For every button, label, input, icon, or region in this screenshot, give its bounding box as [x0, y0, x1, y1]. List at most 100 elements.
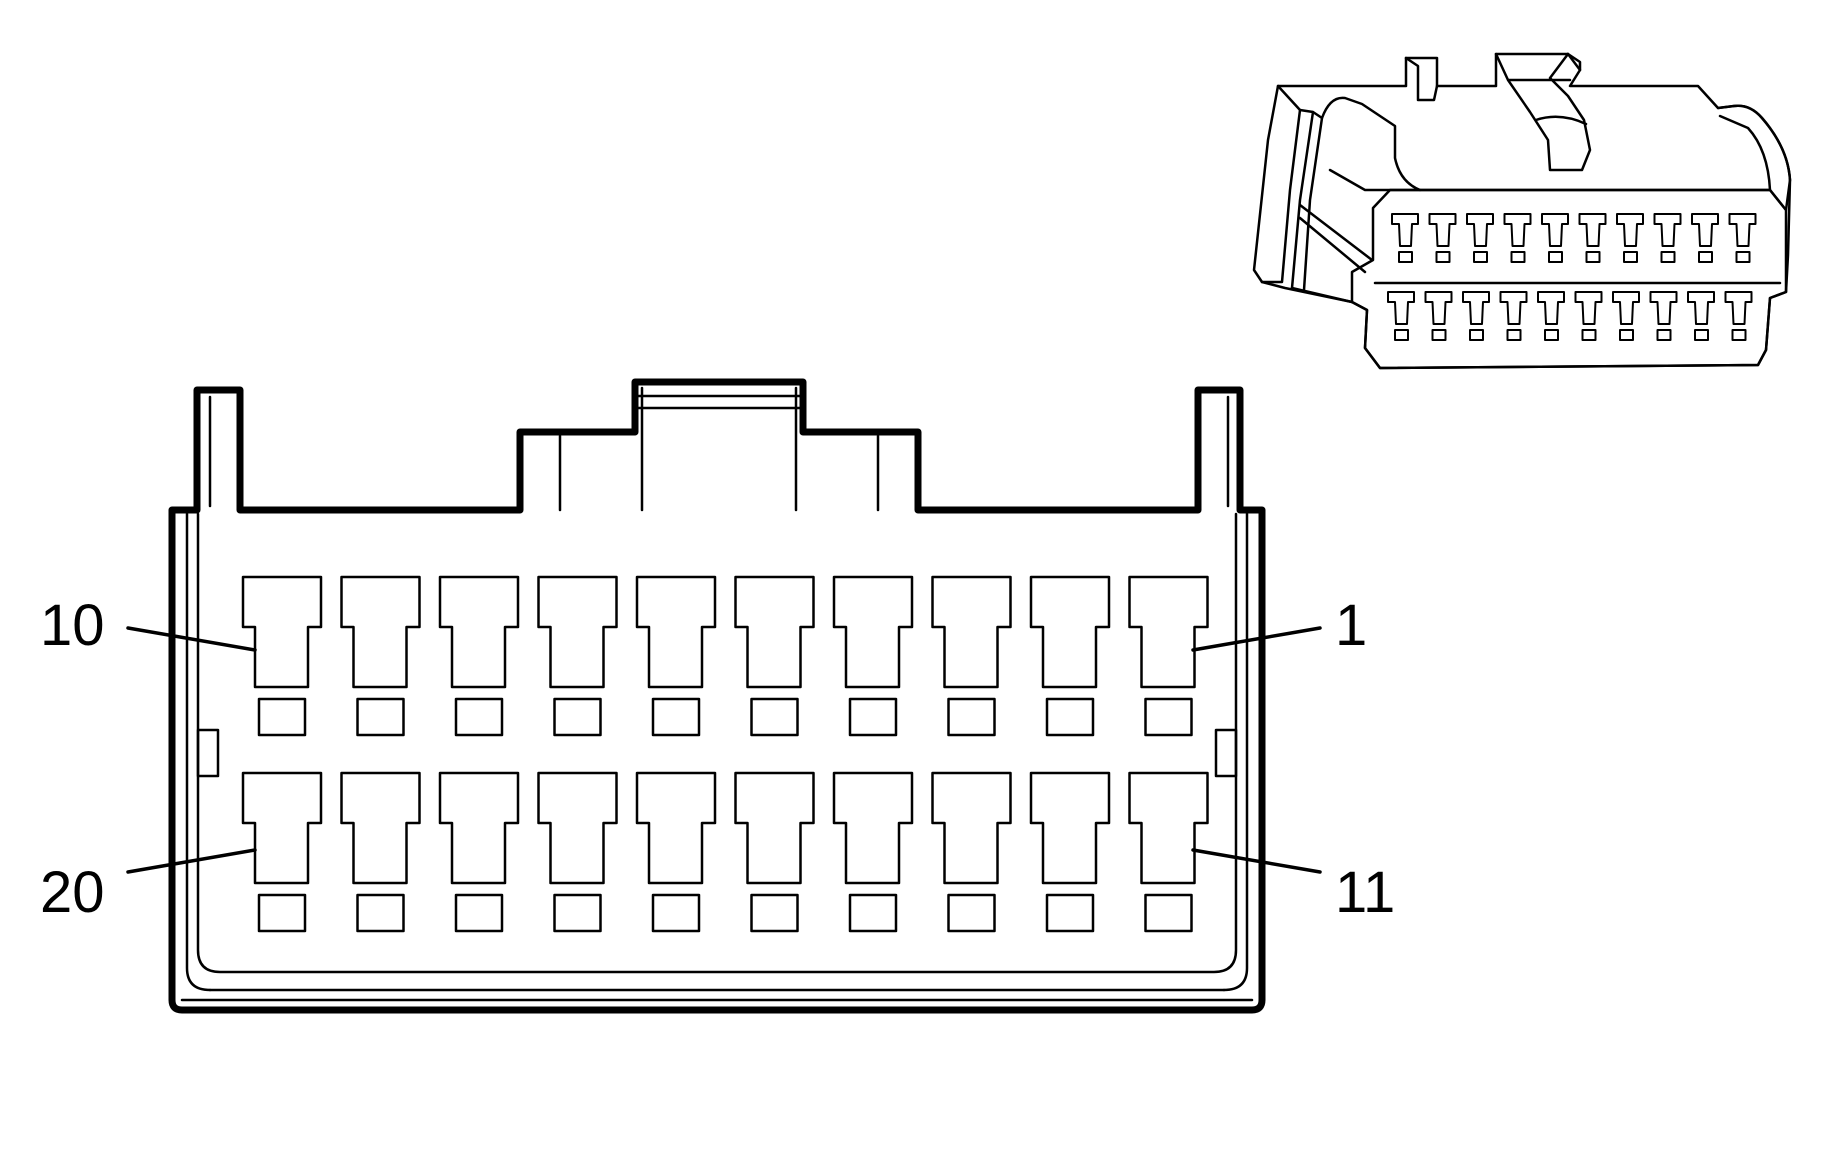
leader-line-pin-1: [1191, 626, 1322, 652]
iso-pin-cavity: [1537, 291, 1565, 325]
pin-lock-window-8: [454, 697, 504, 737]
pin-label-1: 1: [1335, 593, 1367, 658]
iso-pin-cavities: [1387, 213, 1757, 341]
pin-lock-window-5: [750, 697, 799, 737]
pin-lock-window-20: [257, 893, 307, 933]
iso-pin-lock-window: [1581, 329, 1597, 341]
iso-top-tab: [1404, 52, 1582, 102]
pin-cavity-17: [537, 771, 618, 885]
pin-cavity-12: [1029, 771, 1111, 885]
iso-pin-lock-window: [1623, 251, 1638, 263]
iso-pin-cavity: [1424, 291, 1453, 325]
pin-cavity-14: [832, 771, 914, 885]
right-side-key: [1214, 728, 1238, 778]
iso-pin-lock-window: [1394, 329, 1409, 341]
pin-lock-window-17: [553, 893, 602, 933]
iso-left-face: [1260, 84, 1302, 284]
iso-latch: [1494, 52, 1592, 172]
iso-pin-lock-window: [1431, 329, 1447, 341]
left-side-rail: [185, 512, 212, 992]
pin-cavity-19: [340, 771, 421, 885]
iso-pin-cavity: [1578, 213, 1607, 247]
iso-pin-lock-window: [1656, 329, 1672, 341]
iso-pin-cavity: [1612, 291, 1640, 325]
pin-lock-window-16: [651, 893, 701, 933]
iso-right-boss: [1716, 104, 1792, 212]
iso-pin-lock-window: [1694, 329, 1709, 341]
leader-line-pin-20: [126, 848, 257, 874]
iso-pin-lock-window: [1398, 251, 1413, 263]
iso-pin-lock-window: [1731, 329, 1747, 341]
pin-lock-window-1: [1144, 697, 1193, 737]
pin-cavity-5: [734, 575, 815, 689]
pin-lock-window-4: [848, 697, 898, 737]
pin-cavity-18: [438, 771, 520, 885]
pin-label-11: 11: [1335, 860, 1395, 925]
pin-cavity-3: [931, 575, 1012, 689]
iso-pin-cavity: [1574, 291, 1603, 325]
pin-cavity-11: [1128, 771, 1209, 885]
iso-pin-cavity: [1653, 213, 1682, 247]
pin-label-20: 20: [40, 860, 105, 925]
leader-line-pin-10: [126, 626, 257, 652]
pin-cavity-10: [241, 575, 323, 689]
iso-pin-cavity: [1428, 213, 1457, 247]
left-side-key: [196, 728, 220, 778]
pin-cavity-7: [537, 575, 618, 689]
pin-lock-window-18: [454, 893, 504, 933]
pin-lock-window-12: [1045, 893, 1095, 933]
pin-cavity-2: [1029, 575, 1111, 689]
iso-pin-cavity: [1691, 213, 1719, 247]
pin-lock-window-6: [651, 697, 701, 737]
pin-lock-window-11: [1144, 893, 1193, 933]
iso-pin-lock-window: [1510, 251, 1526, 263]
pin-lock-window-15: [750, 893, 799, 933]
leader-line-pin-11: [1191, 848, 1322, 874]
housing-outline: [168, 378, 1266, 1014]
pin-cavity-1: [1128, 575, 1209, 689]
iso-pin-cavity: [1649, 291, 1678, 325]
iso-left-groove: [1290, 108, 1324, 292]
pin-lock-window-3: [947, 697, 996, 737]
iso-pin-lock-window: [1473, 251, 1488, 263]
left-inner-wall: [196, 512, 1238, 974]
iso-pin-lock-window: [1469, 329, 1484, 341]
pin-cavity-9: [340, 575, 421, 689]
connector-front-view: [126, 378, 1322, 1014]
pin-lock-window-10: [257, 697, 307, 737]
iso-pin-lock-window: [1698, 251, 1713, 263]
iso-left-boss: [1320, 96, 1422, 192]
iso-pin-lock-window: [1619, 329, 1634, 341]
iso-pin-cavity: [1728, 213, 1757, 247]
pin-cavity-16: [635, 771, 717, 885]
iso-pin-cavity: [1616, 213, 1644, 247]
pin-cavity-4: [832, 575, 914, 689]
iso-pin-lock-window: [1435, 251, 1451, 263]
pin-cavity-13: [931, 771, 1012, 885]
iso-pin-lock-window: [1548, 251, 1563, 263]
iso-pin-cavity: [1541, 213, 1569, 247]
pin-lock-window-7: [553, 697, 602, 737]
pin-lock-window-13: [947, 893, 996, 933]
iso-pin-lock-window: [1544, 329, 1559, 341]
pin-label-10: 10: [40, 593, 105, 658]
pin-lock-window-19: [356, 893, 405, 933]
iso-pin-cavity: [1687, 291, 1715, 325]
iso-pin-lock-window: [1660, 251, 1676, 263]
iso-pin-cavity: [1466, 213, 1494, 247]
iso-pin-lock-window: [1585, 251, 1601, 263]
pin-lock-window-2: [1045, 697, 1095, 737]
iso-pin-lock-window: [1506, 329, 1522, 341]
pin-cavities: [241, 575, 1209, 933]
pin-cavity-15: [734, 771, 815, 885]
pin-cavity-6: [635, 575, 717, 689]
iso-pin-cavity: [1724, 291, 1753, 325]
pin-lock-window-14: [848, 893, 898, 933]
iso-pin-cavity: [1387, 291, 1415, 325]
pin-cavity-8: [438, 575, 520, 689]
pin-cavity-20: [241, 771, 323, 885]
iso-left-rail: [1290, 203, 1374, 304]
right-side-rail: [1222, 512, 1249, 992]
iso-pin-cavity: [1503, 213, 1532, 247]
